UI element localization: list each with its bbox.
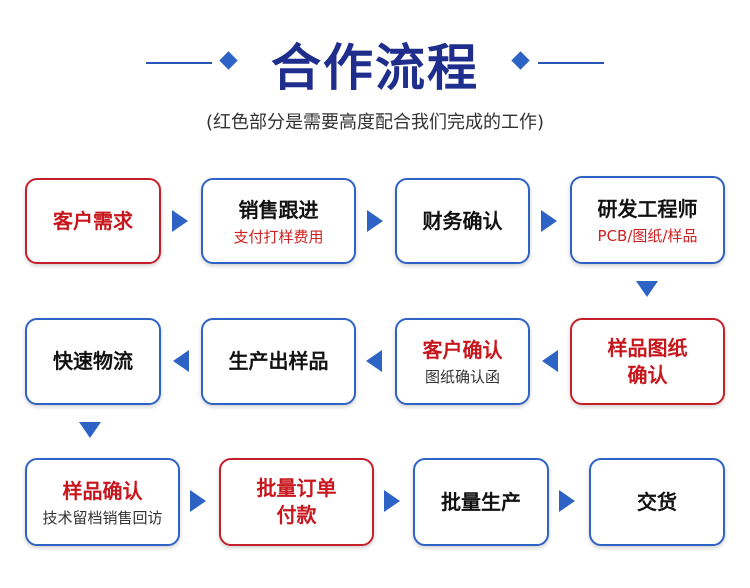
- step-rd-engineer: 研发工程师 PCB/图纸/样品: [570, 176, 725, 264]
- arrow-right-icon: [190, 490, 206, 512]
- arrow-left-icon: [173, 350, 189, 372]
- step-label: 样品图纸 确认: [607, 335, 688, 387]
- arrow-right-icon: [172, 210, 188, 232]
- step-note: 图纸确认函: [424, 368, 500, 386]
- step-label: 交货: [637, 489, 677, 514]
- title-left-line: [146, 62, 212, 64]
- step-label: 销售跟进: [238, 197, 319, 222]
- step-bulk-order-payment: 批量订单 付款: [219, 458, 374, 546]
- step-label: 客户确认: [422, 338, 503, 362]
- step-note: PCB/图纸/样品: [597, 226, 698, 245]
- step-label: 研发工程师: [597, 196, 698, 221]
- page-subtitle: (红色部分是需要高度配合我们完成的工作): [205, 112, 545, 133]
- step-produce-sample: 生产出样品: [201, 318, 356, 405]
- arrow-right-icon: [367, 210, 383, 232]
- arrow-down-icon: [79, 422, 101, 438]
- step-label: 财务确认: [422, 208, 503, 233]
- step-customer-demand: 客户需求: [25, 178, 161, 264]
- step-delivery: 交货: [589, 458, 725, 546]
- arrow-right-icon: [541, 210, 557, 232]
- arrow-down-icon: [636, 281, 658, 297]
- step-sales-followup: 销售跟进 支付打样费用: [201, 178, 356, 264]
- step-fast-logistics: 快速物流: [25, 318, 161, 405]
- step-mass-production: 批量生产: [413, 458, 549, 546]
- arrow-left-icon: [366, 350, 382, 372]
- step-sample-confirm: 样品确认 技术留档销售回访: [25, 458, 180, 546]
- step-customer-confirm: 客户确认 图纸确认函: [395, 318, 530, 405]
- arrow-right-icon: [384, 490, 400, 512]
- step-label: 批量生产: [441, 489, 521, 514]
- step-label: 快速物流: [53, 349, 133, 373]
- title-right-line: [538, 62, 604, 64]
- step-label: 样品确认: [62, 478, 143, 503]
- step-label: 生产出样品: [228, 349, 329, 373]
- arrow-right-icon: [559, 490, 575, 512]
- header: 合作流程: [0, 24, 750, 97]
- step-note: 支付打样费用: [233, 227, 324, 246]
- step-note: 技术留档销售回访: [42, 508, 163, 527]
- page-title: 合作流程: [271, 39, 479, 97]
- step-label: 客户需求: [53, 208, 133, 233]
- arrow-left-icon: [542, 350, 558, 372]
- step-sample-drawing-confirm: 样品图纸 确认: [570, 318, 725, 405]
- step-label: 批量订单 付款: [256, 476, 337, 527]
- step-finance-confirm: 财务确认: [395, 178, 530, 264]
